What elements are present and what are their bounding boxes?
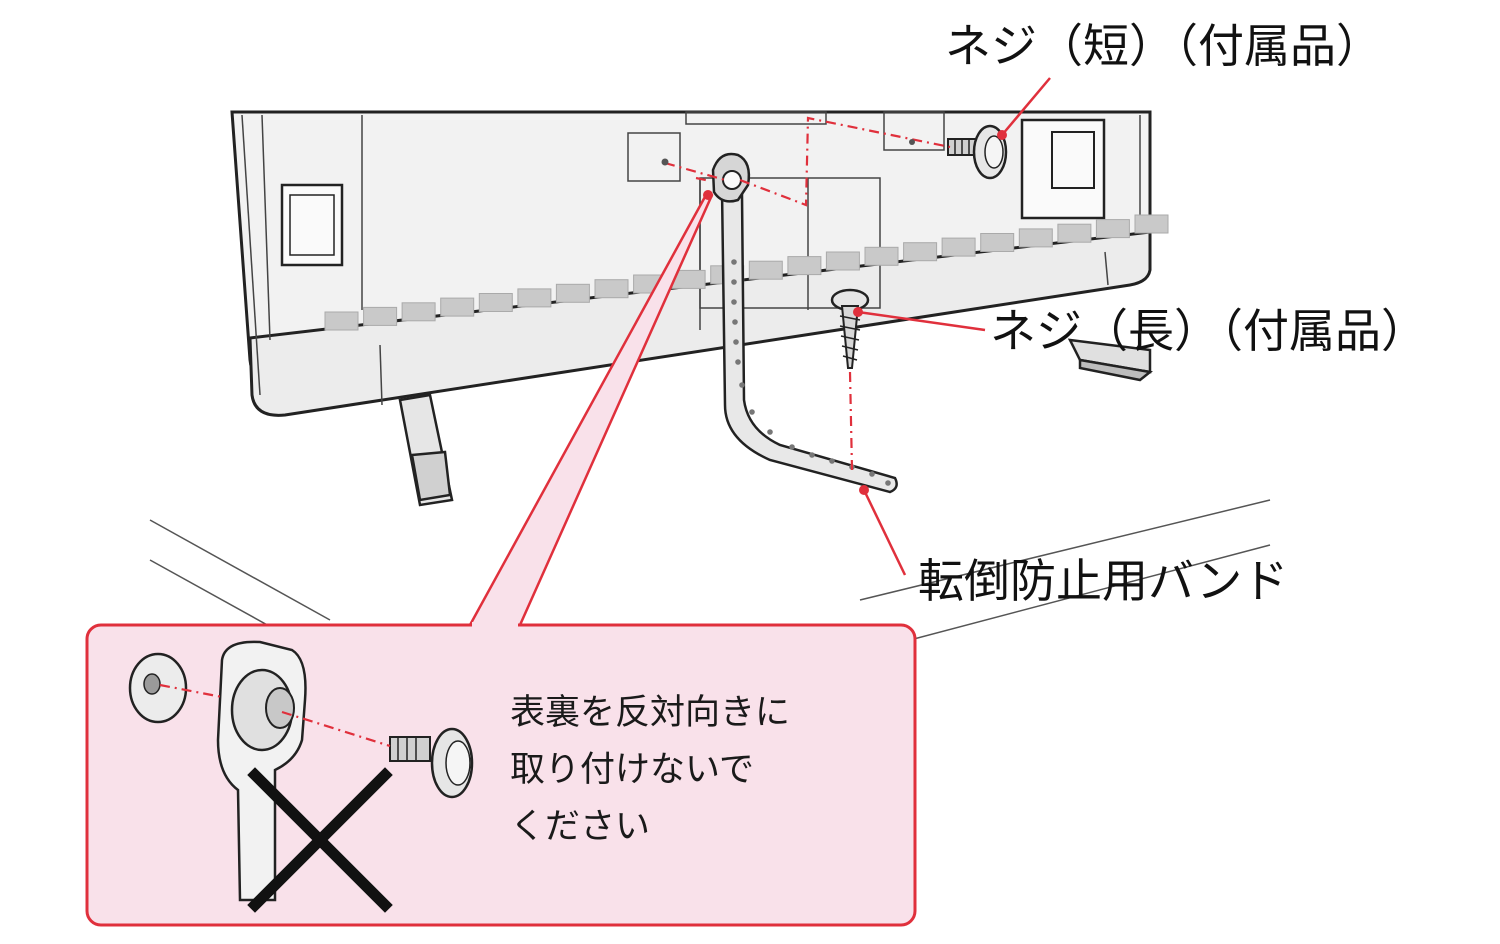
band-hole (869, 471, 875, 477)
band-hole (789, 444, 795, 450)
vent-stripe-block (1018, 228, 1053, 248)
washer-part (128, 652, 188, 724)
label-screw-long: ネジ（長）（付属品） (990, 304, 1427, 358)
vent-stripe-block (324, 311, 359, 331)
band-hole (739, 382, 745, 388)
short-screw (947, 124, 1008, 180)
band-hole (767, 429, 773, 435)
vent-stripe-block (517, 288, 552, 308)
band-hole (731, 299, 737, 305)
warning-callout-box (85, 623, 917, 927)
warning-text-line1: 表裏を反対向きに (510, 693, 791, 733)
vent-stripe-block (1134, 214, 1169, 234)
warning-text-line2: 取り付けないで (510, 750, 754, 790)
band-hole (735, 359, 741, 365)
vent-stripe-block (594, 279, 629, 299)
band-hole (732, 319, 738, 325)
vent-left (280, 183, 344, 267)
vent-stripe-block (748, 260, 783, 280)
vent-stripe-block (555, 283, 590, 303)
warning-text-line3: ください (510, 807, 651, 847)
vent-stripe-block (401, 302, 436, 322)
band-hole (885, 480, 891, 486)
long-screw (830, 288, 870, 369)
leader-lines (857, 77, 1051, 576)
vent-stripe-block (787, 256, 822, 276)
label-screw-short: ネジ（短）（付属品） (945, 19, 1382, 73)
vent-stripe-block (440, 297, 475, 317)
vent-stripe-block (478, 293, 513, 312)
callout-guides (159, 683, 391, 748)
band-hole (731, 259, 737, 265)
floor-lines (149, 499, 1271, 641)
band-hole (829, 458, 835, 464)
band-hole (731, 279, 737, 285)
vent-stripe-block (903, 242, 938, 262)
vent-stripe-block (825, 251, 860, 271)
vent-stripe-block (1095, 219, 1130, 239)
band-hole (733, 339, 739, 345)
label-anti-tip-band: 転倒防止用バンド (918, 554, 1289, 608)
tv-vent-stripe (324, 214, 1169, 331)
tv-rear-panel (230, 110, 1152, 417)
vent-stripe-block (864, 246, 899, 266)
tv-stand-right-foot (1067, 338, 1153, 382)
band-hole (749, 409, 755, 415)
assembly-guides (664, 116, 951, 471)
band-end-part (216, 640, 307, 902)
vent-stripe-block (980, 233, 1015, 252)
callout-screw (389, 727, 474, 799)
tv-stand-left-foot (398, 393, 454, 507)
prohibited-x-mark (247, 767, 393, 913)
vent-stripe-block (1057, 223, 1092, 243)
vent-stripe-block (363, 306, 398, 326)
vent-right (1020, 118, 1106, 220)
vent-stripe-block (941, 237, 976, 257)
band-hole (809, 452, 815, 458)
